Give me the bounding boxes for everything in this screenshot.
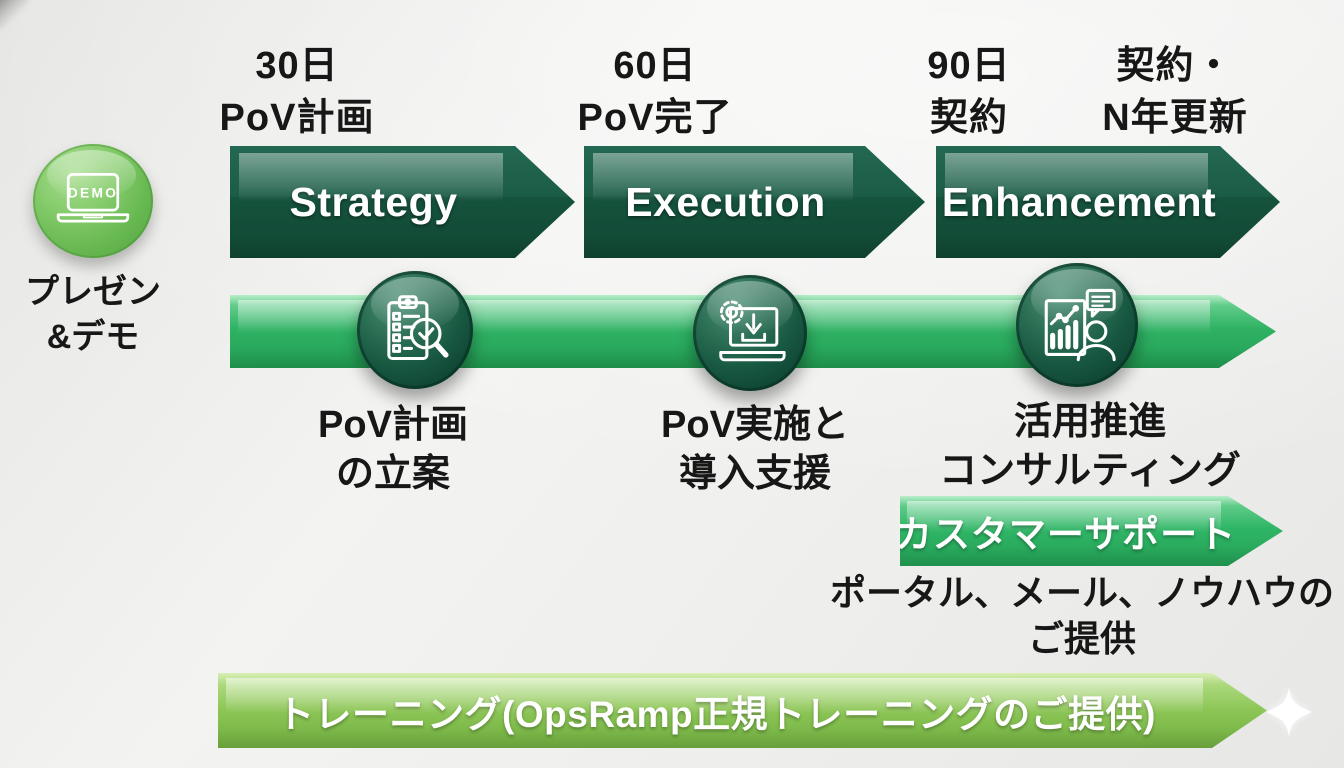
milestone-30days: 30日 PoV計画 <box>219 45 375 140</box>
customer-support-label: カスタマーサポート <box>894 514 1237 555</box>
activity-sphere-pov-execution <box>693 275 807 391</box>
demo-badge: DEMO <box>68 185 118 200</box>
stage-label: Execution <box>625 178 826 225</box>
stage-banner-strategy: Strategy <box>230 146 575 258</box>
report-person-chat-icon <box>1044 288 1116 362</box>
customer-support-description: ポータル、メール、ノウハウの ご提供 <box>829 572 1334 659</box>
activity-label-pov-execution: PoV実施と 導入支援 <box>661 404 849 496</box>
stage-label: Enhancement <box>941 178 1217 225</box>
four-point-star-icon <box>1266 687 1312 737</box>
clipboard-magnifier-icon <box>387 295 449 361</box>
activity-sphere-pov-plan <box>357 271 473 389</box>
activity-label-consulting: 活用推進 コンサルティング <box>939 401 1241 493</box>
training-banner: トレーニング(OpsRamp正規トレーニングのご提供) <box>218 673 1267 748</box>
demo-label: プレゼン &デモ <box>25 273 161 357</box>
customer-support-banner: カスタマーサポート <box>900 496 1283 566</box>
milestone-60days: 60日 PoV完了 <box>577 45 733 140</box>
milestone-90days: 90日 契約 <box>927 45 1011 140</box>
activity-sphere-consulting <box>1016 263 1138 387</box>
laptop-demo-icon: DEMO <box>56 173 130 223</box>
stage-banner-execution: Execution <box>584 146 925 258</box>
training-label: トレーニング(OpsRamp正規トレーニングのご提供) <box>277 693 1156 735</box>
activity-label-pov-plan: PoV計画 の立案 <box>318 404 468 496</box>
milestone-renewal: 契約・ N年更新 <box>1102 45 1248 140</box>
stage-label: Strategy <box>289 178 458 225</box>
demo-sphere: DEMO <box>33 144 153 258</box>
laptop-gear-download-icon <box>719 300 786 362</box>
stage-banner-enhancement: Enhancement <box>936 146 1280 258</box>
